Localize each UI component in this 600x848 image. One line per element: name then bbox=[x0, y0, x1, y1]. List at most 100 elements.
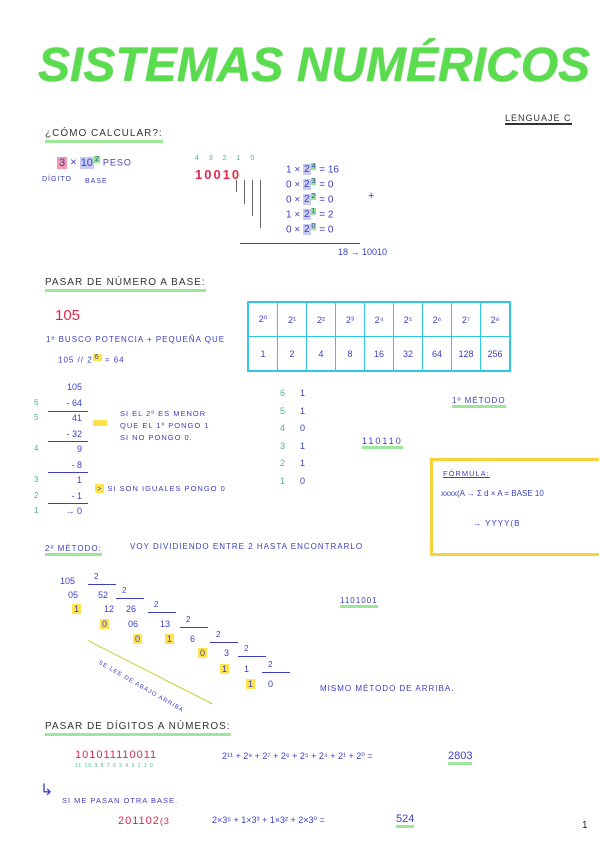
exponent: 2 bbox=[93, 156, 100, 163]
subtraction-index: 1 bbox=[34, 506, 39, 515]
base3-result: 524 bbox=[396, 813, 415, 828]
row-exp: 0 bbox=[310, 223, 317, 230]
note-line: SI EL 2º ES MENOR bbox=[120, 409, 207, 418]
division-value: 1 bbox=[220, 664, 230, 674]
other-base-note: SI ME PASAN OTRA BASE. bbox=[62, 796, 179, 805]
bit-value: 1 bbox=[300, 458, 306, 468]
row-base: 2 bbox=[302, 164, 311, 176]
bracket-line bbox=[244, 180, 245, 204]
subtraction-value: - 1 bbox=[71, 490, 82, 501]
row-digit: 1 bbox=[286, 164, 292, 176]
subtraction-index: 4 bbox=[34, 444, 39, 453]
plus-sign: + bbox=[368, 190, 375, 202]
row-result: 0 bbox=[327, 224, 334, 236]
note-iguales-text: SI SON IGUALES PONGO 0 bbox=[107, 484, 226, 493]
page-title: SISTEMAS NUMÉRICOS bbox=[38, 39, 591, 92]
base3-sum: 2×3⁵ + 1×3³ + 1×3² + 2×3⁰ = bbox=[212, 815, 325, 825]
division-value: 06 bbox=[128, 619, 139, 629]
power-value: 16 bbox=[364, 336, 394, 372]
page-number: 1 bbox=[582, 820, 588, 831]
curved-arrow-icon: ↳ bbox=[40, 782, 54, 799]
bit-index: 4 bbox=[280, 423, 286, 433]
division-value: 05 bbox=[68, 590, 79, 600]
division-value: 6 bbox=[190, 634, 196, 644]
row-base: 2 bbox=[302, 209, 311, 221]
power-value: 128 bbox=[451, 336, 481, 372]
number-105: 105 bbox=[55, 307, 81, 324]
binary-number: 10010 bbox=[195, 167, 242, 182]
method1-label: 1º MÉTODO bbox=[452, 396, 506, 408]
row-result: 2 bbox=[327, 209, 334, 221]
divisor: 2 bbox=[186, 615, 191, 624]
division-line bbox=[238, 656, 266, 657]
power-value: 1 bbox=[247, 336, 278, 372]
division-line bbox=[210, 642, 238, 643]
power-value: 8 bbox=[335, 336, 365, 372]
divisor: 2 bbox=[244, 644, 249, 653]
division-value: 12 bbox=[104, 604, 115, 614]
power-header: 2⁶ bbox=[422, 301, 452, 337]
bit-value: 1 bbox=[300, 388, 306, 398]
power-sum-result: 2803 bbox=[448, 750, 473, 765]
division-value: 3 bbox=[224, 648, 230, 658]
bracket-line bbox=[252, 180, 253, 216]
bit-value: 1 bbox=[300, 405, 306, 416]
division-value: 1 bbox=[72, 604, 82, 614]
row-digit: 0 bbox=[286, 194, 292, 206]
subtraction-value: 41 bbox=[71, 413, 82, 423]
division-result: 1101001 bbox=[340, 596, 378, 608]
row-digit: 0 bbox=[286, 224, 292, 236]
subtraction-value: - 32 bbox=[66, 428, 82, 439]
power-header: 2¹ bbox=[277, 301, 307, 337]
division-value: 1 bbox=[244, 664, 250, 674]
section-heading-calcular: ¿CÓMO CALCULAR?: bbox=[45, 128, 163, 143]
formula-box: FÓRMULA: xxxx(A → Σ d × A = BASE 10 → YY… bbox=[430, 458, 599, 556]
subtraction-line bbox=[48, 503, 88, 504]
base: 10 bbox=[79, 156, 94, 169]
subtraction-value: - 8 bbox=[71, 459, 82, 470]
row-result: 0 bbox=[327, 194, 334, 206]
power-header: 2⁷ bbox=[451, 301, 481, 337]
power-header: 2⁵ bbox=[393, 301, 423, 337]
base3-digits: 201102 bbox=[118, 815, 160, 827]
chevron-icon: > bbox=[95, 484, 105, 493]
formula-line1: xxxx(A → Σ d × A = BASE 10 bbox=[441, 489, 544, 498]
section-heading-digitos-numeros: PASAR DE DÍGITOS A NÚMEROS: bbox=[45, 721, 231, 736]
division-value: 0 bbox=[268, 679, 274, 689]
row-exp: 3 bbox=[310, 178, 317, 185]
binary-12: 101011110011 bbox=[75, 749, 158, 761]
subtraction-value: - 64 bbox=[66, 397, 82, 408]
note-iguales: > SI SON IGUALES PONGO 0 bbox=[95, 484, 226, 493]
divisor: 2 bbox=[154, 600, 159, 609]
division-value: 1 bbox=[165, 634, 175, 644]
method2-description: VOY DIVIDIENDO ENTRE 2 HASTA ENCONTRARLO bbox=[130, 542, 364, 551]
bits-result: 110110 bbox=[362, 436, 403, 449]
subtraction-line bbox=[48, 441, 88, 442]
step1b-pre: 105 // 2 bbox=[58, 355, 93, 365]
bit-index: 6 bbox=[280, 388, 286, 398]
power-value: 256 bbox=[480, 336, 511, 372]
subject-label: LENGUAJE C bbox=[505, 113, 572, 125]
digito-label: DÍGITO bbox=[42, 176, 72, 183]
base3-number: 201102(3 bbox=[118, 815, 170, 827]
times: × bbox=[70, 156, 77, 169]
divisor: 2 bbox=[94, 572, 99, 581]
base-label: BASE bbox=[85, 178, 108, 185]
subtraction-value: 1 bbox=[76, 475, 82, 485]
bit-index: 3 bbox=[280, 440, 286, 451]
power-value: 32 bbox=[393, 336, 423, 372]
row-digit: 0 bbox=[286, 179, 292, 191]
note-line: SI NO PONGO 0. bbox=[120, 433, 193, 442]
bit-index: 5 bbox=[280, 405, 286, 416]
division-value: 0 bbox=[133, 634, 143, 644]
note-line: QUE EL 1º PONGO 1 bbox=[120, 421, 210, 430]
bit-index: 1 bbox=[280, 475, 286, 486]
power-header: 2² bbox=[306, 301, 336, 337]
positions-12: 11 10 9 8 7 6 5 4 3 2 1 0 bbox=[75, 763, 154, 769]
row-base: 2 bbox=[302, 224, 311, 236]
bracket-line bbox=[236, 180, 237, 192]
division-value: 1 bbox=[246, 679, 256, 689]
